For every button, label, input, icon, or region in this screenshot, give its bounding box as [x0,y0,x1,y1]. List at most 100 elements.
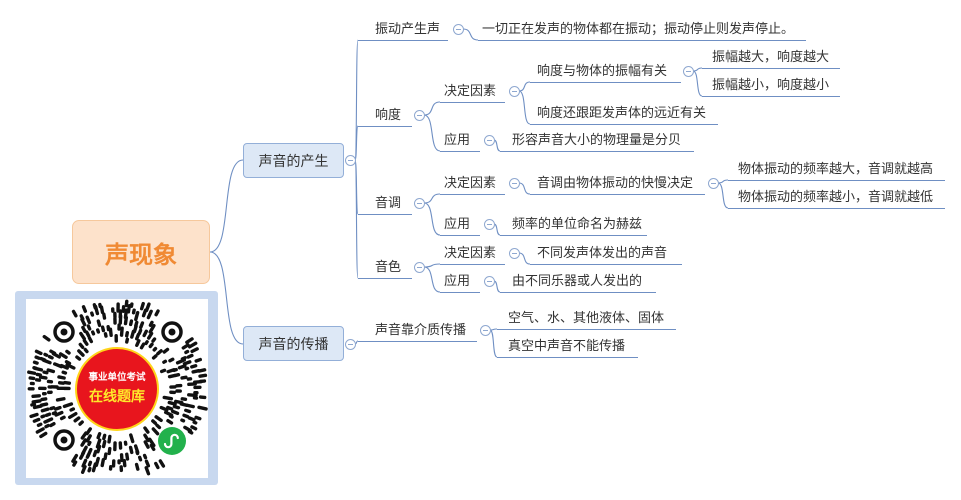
qr-dot [79,451,86,460]
qr-dot [81,458,88,468]
topic-pitch-application-detail[interactable]: 频率的单位命名为赫兹 [500,214,647,236]
collapse-toggle-timbre[interactable] [414,262,425,273]
root-topic[interactable]: 声现象 [72,220,210,284]
topic-pitch-rule[interactable]: 音调由物体振动的快慢决定 [530,173,705,195]
qr-dot [156,349,163,356]
qr-dot [135,332,141,341]
qr-dot [79,314,85,321]
topic-pitch-application[interactable]: 应用 [440,214,480,236]
connector-line [423,193,441,204]
topic-pitch-lower[interactable]: 物体振动的频率越小，音调就越低 [728,187,945,209]
qr-dot [144,302,151,313]
connector-line [354,159,359,279]
collapse-toggle-medium[interactable] [480,325,491,336]
collapse-toggle-pitch-rule[interactable] [708,178,719,189]
qr-dot [85,434,92,443]
qr-dot [172,367,178,373]
qr-dot [71,453,79,463]
collapse-toggle-loudness[interactable] [414,110,425,121]
qr-dot [59,415,66,421]
qr-dot [101,439,107,449]
qr-dot [57,375,66,380]
qr-dot [58,352,68,359]
topic-loudness-application[interactable]: 应用 [440,130,480,152]
qr-dot [81,305,88,313]
qr-dot [40,414,46,419]
qr-dot [42,370,49,375]
topic-pitch-determinant[interactable]: 决定因素 [440,173,505,195]
topic-timbre-application[interactable]: 应用 [440,271,480,293]
connector-line [518,81,531,92]
topic-timbre-determinant[interactable]: 决定因素 [440,243,505,265]
topic-loudness-determinant[interactable]: 决定因素 [440,81,505,103]
collapse-toggle-timbre-application[interactable] [484,276,495,287]
qr-dot [40,407,50,413]
qr-dot [143,433,150,443]
topic-medium-carriers[interactable]: 空气、水、其他液体、固体 [497,308,676,330]
qr-dot [103,452,108,460]
collapse-toggle-timbre-determinant[interactable] [509,248,520,259]
qr-dot [148,437,156,448]
qr-dot [135,450,140,456]
qr-dot [87,466,92,473]
branch-sound-propagation[interactable]: 声音的传播 [243,326,344,361]
branch-sound-production[interactable]: 声音的产生 [243,143,344,178]
collapse-toggle-pitch-application[interactable] [484,219,495,230]
qr-dot [83,347,89,354]
qr-dot [67,411,78,420]
qr-dot [44,412,52,417]
topic-amplitude-smaller[interactable]: 振幅越小，响度越小 [702,75,840,97]
collapse-toggle-amplitude[interactable] [683,66,694,77]
qr-dot [197,405,208,411]
collapse-toggle-propagation[interactable] [345,339,356,350]
topic-pitch[interactable]: 音调 [358,193,412,215]
connector-line [423,263,441,268]
qr-dot [151,419,158,425]
topic-amplitude-larger[interactable]: 振幅越大，响度越大 [702,47,840,69]
topic-timbre-application-detail[interactable]: 由不同乐器或人发出的 [500,271,656,293]
qr-dot [159,405,169,412]
qr-dot [71,309,78,318]
qr-dot [144,466,151,476]
topic-loudness-distance[interactable]: 响度还跟距发声体的远近有关 [530,103,718,125]
qr-badge-line2: 在线题库 [89,388,145,405]
topic-loudness[interactable]: 响度 [358,105,412,127]
qr-dot [126,303,132,314]
qr-dot [91,462,98,473]
collapse-toggle-loudness-application[interactable] [484,135,495,146]
collapse-toggle-loudness-determinant[interactable] [509,86,520,97]
qr-dot [31,399,42,404]
qr-dot [82,338,89,346]
qr-dot [187,416,196,422]
collapse-toggle-production[interactable] [345,155,356,166]
topic-vibration-detail[interactable]: 一切正在发声的物体都在振动；振动停止则发声停止。 [478,19,806,41]
connector-line [489,329,498,358]
qr-dot [147,331,154,340]
collapse-toggle-pitch[interactable] [414,198,425,209]
qr-dot [125,331,130,338]
qr-dot [148,342,154,349]
topic-loudness-amplitude[interactable]: 响度与物体的振幅有关 [530,61,681,83]
qr-dot [180,418,186,423]
qr-dot [168,414,174,419]
topic-timbre[interactable]: 音色 [358,257,412,279]
qr-dot [162,347,170,354]
qr-dot [85,315,92,325]
qr-dot [134,320,139,328]
qr-dot [81,325,87,333]
qr-dot [85,453,90,459]
topic-loudness-application-detail[interactable]: 形容声音大小的物理量是分贝 [500,130,694,152]
topic-pitch-higher[interactable]: 物体振动的频率越大，音调就越高 [728,159,945,181]
qr-dot [125,452,130,461]
qr-code-panel[interactable]: 事业单位考试 在线题库 [26,299,208,478]
qr-dot [49,349,57,355]
topic-medium-vacuum[interactable]: 真空中声音不能传播 [497,336,638,358]
collapse-toggle-pitch-determinant[interactable] [509,178,520,189]
collapse-toggle-vibration[interactable] [453,24,464,35]
topic-vibration[interactable]: 振动产生声 [358,19,448,41]
topic-medium[interactable]: 声音靠介质传播 [358,320,477,342]
qr-dot [80,464,87,474]
qr-dot [102,433,107,441]
qr-dot [31,394,41,399]
topic-timbre-determinant-detail[interactable]: 不同发声体发出的声音 [530,243,682,265]
